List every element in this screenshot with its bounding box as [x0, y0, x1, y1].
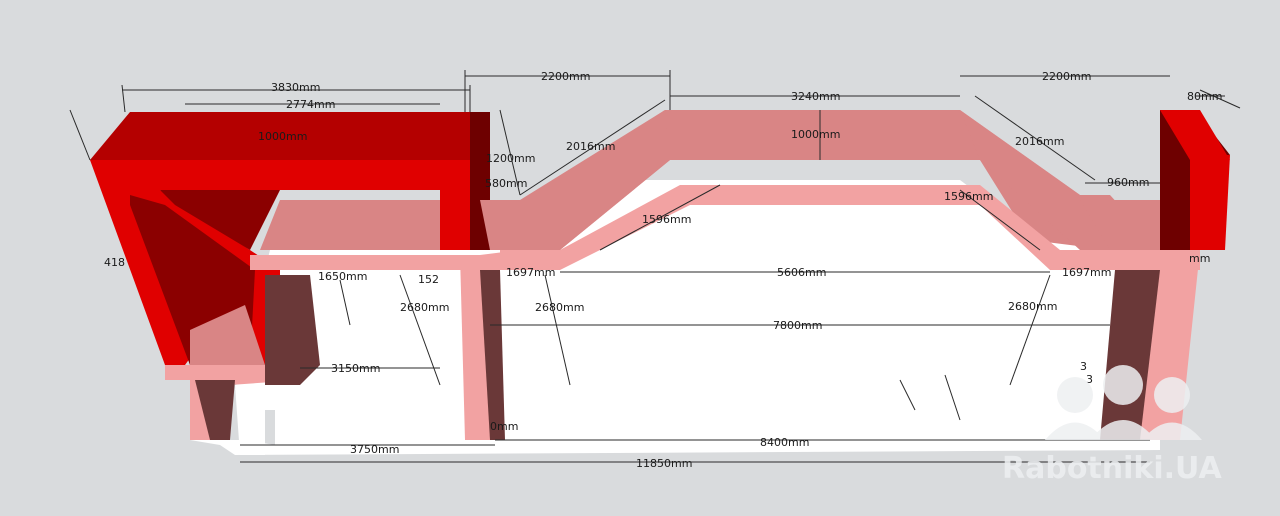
- dim-label-1200: 1200mm: [486, 152, 535, 165]
- dim-label-0mm: 0mm: [490, 420, 518, 433]
- dim-label-3830: 3830mm: [271, 81, 320, 94]
- dim-label-2016b: 2016mm: [1015, 135, 1064, 148]
- dim-label-3a: 3: [1080, 360, 1087, 373]
- three-workers-helmet-icon: [1045, 365, 1202, 440]
- dim-label-7800: 7800mm: [773, 319, 822, 332]
- dim-label-1000a: 1000mm: [258, 130, 307, 143]
- dim-label-3150: 3150mm: [331, 362, 380, 375]
- dim-label-1596b: 1596mm: [944, 190, 993, 203]
- dim-label-1650: 1650mm: [318, 270, 367, 283]
- dim-label-152: 152: [418, 273, 439, 286]
- dim-label-418: 418: [104, 256, 125, 269]
- dim-label-mm: mm: [1189, 252, 1210, 265]
- dim-label-1596a: 1596mm: [642, 213, 691, 226]
- dim-label-2680c: 2680mm: [1008, 300, 1057, 313]
- dim-label-3240: 3240mm: [791, 90, 840, 103]
- dim-label-580: 580mm: [485, 177, 527, 190]
- dim-label-80: 80mm: [1187, 90, 1222, 103]
- dimension-labels: 3830mm 2774mm 1000mm 2200mm 1200mm 2016m…: [104, 70, 1222, 470]
- dim-label-11850: 11850mm: [636, 457, 692, 470]
- dimension-lines: [69, 70, 1241, 463]
- left-red-block: [90, 112, 490, 365]
- dim-label-5606: 5606mm: [777, 266, 826, 279]
- watermark: Rabotniki.UA: [1002, 365, 1222, 486]
- dim-label-2200a: 2200mm: [541, 70, 590, 83]
- dim-label-1000b: 1000mm: [791, 128, 840, 141]
- dim-label-960: 960mm: [1107, 176, 1149, 189]
- watermark-text: Rabotniki.UA: [1002, 451, 1222, 486]
- left-pink-pillar: [165, 275, 320, 440]
- dim-label-8400: 8400mm: [760, 436, 809, 449]
- dim-label-2200b: 2200mm: [1042, 70, 1091, 83]
- dim-label-1697b: 1697mm: [1062, 266, 1111, 279]
- dim-label-2774: 2774mm: [286, 98, 335, 111]
- dim-label-1697a: 1697mm: [506, 266, 555, 279]
- dim-label-3750: 3750mm: [350, 443, 399, 456]
- inner-floor: [300, 320, 1110, 385]
- dim-label-2680b: 2680mm: [535, 301, 584, 314]
- dim-label-2016a: 2016mm: [566, 140, 615, 153]
- dim-label-3b: 3: [1086, 373, 1093, 386]
- dim-label-2680a: 2680mm: [400, 301, 449, 314]
